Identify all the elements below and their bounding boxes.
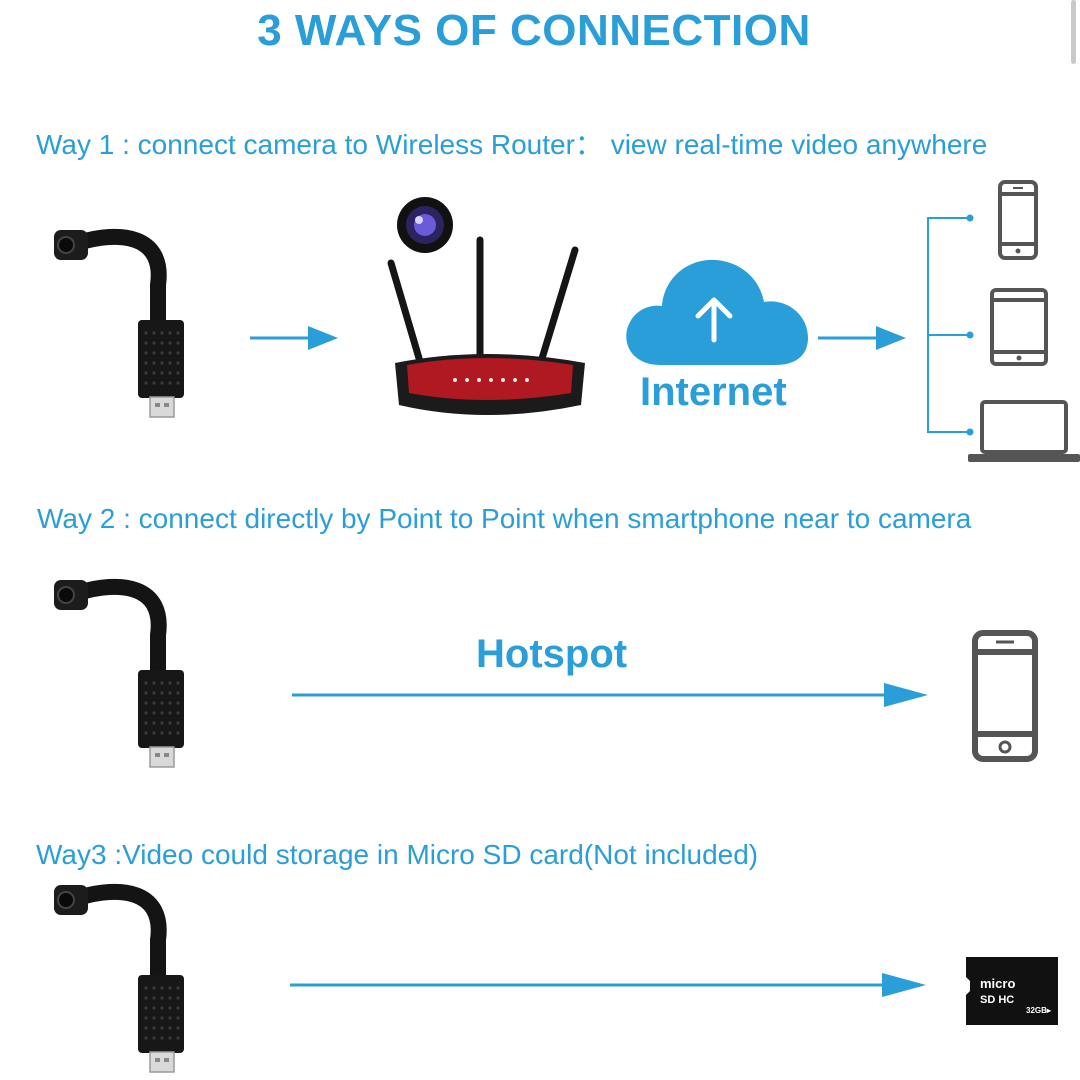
way2-heading: Way 2 : connect directly by Point to Poi… <box>37 503 972 534</box>
usb-camera-icon <box>54 579 184 768</box>
sd-capacity: 32GB▸ <box>1026 1006 1052 1015</box>
wireless-router-icon <box>387 197 585 415</box>
arrow-right-icon <box>250 326 338 350</box>
arrow-right-icon <box>290 973 926 997</box>
branch-connector <box>927 214 974 436</box>
laptop-icon <box>968 400 1080 462</box>
way1-heading: Way 1 : connect camera to Wireless Route… <box>36 129 988 160</box>
sd-brand-line1: micro <box>980 976 1015 991</box>
internet-label: Internet <box>640 370 787 414</box>
page-title: 3 WAYS OF CONNECTION <box>257 6 811 55</box>
way3-heading: Way3 :Video could storage in Micro SD ca… <box>36 839 759 870</box>
usb-camera-1 <box>54 229 184 418</box>
usb-camera-icon <box>54 884 184 1073</box>
tablet-icon <box>990 288 1048 366</box>
arrow-right-icon <box>818 326 906 350</box>
micro-sd-card-icon: micro SD HC 32GB▸ <box>966 957 1058 1025</box>
hotspot-label: Hotspot <box>476 632 628 676</box>
cloud-internet-icon <box>626 259 808 365</box>
smartphone-icon <box>998 180 1038 260</box>
sd-brand-line2: SD HC <box>980 994 1014 1006</box>
arrow-right-icon <box>292 683 928 707</box>
usb-camera-icon <box>54 229 184 418</box>
scrollbar[interactable] <box>1071 0 1076 64</box>
smartphone-icon <box>972 630 1038 762</box>
